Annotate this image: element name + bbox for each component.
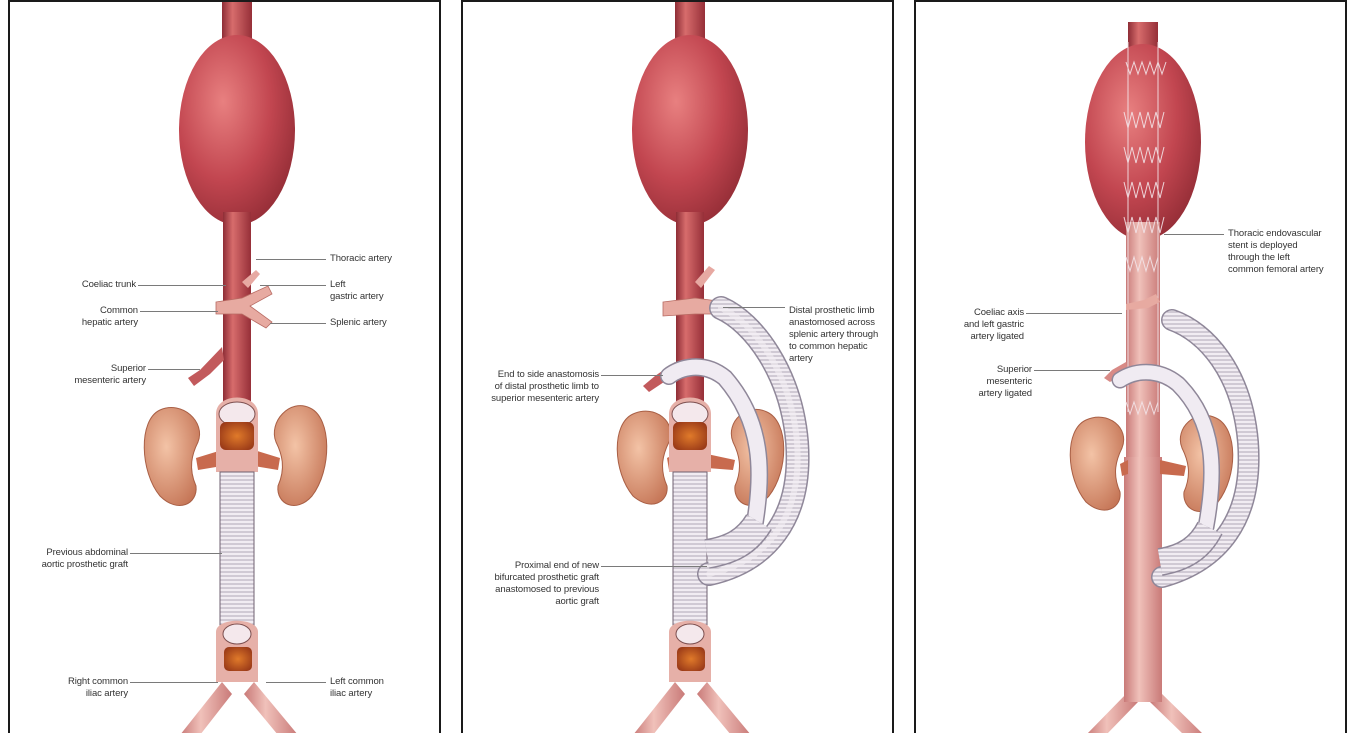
aneurysm-shape [179, 35, 295, 225]
label-end-to-side: End to side anastomosis of distal prosth… [465, 369, 599, 405]
label-thoracic-artery: Thoracic artery [330, 253, 392, 265]
label-proximal-end: Proximal end of new bifurcated prostheti… [465, 560, 599, 608]
label-distal-limb: Distal prosthetic limb anastomosed acros… [789, 305, 878, 365]
leader-coeliac [138, 285, 226, 286]
leader-hepatic [140, 311, 218, 312]
label-common-hepatic-artery: Common hepatic artery [40, 305, 138, 329]
right-iliac-shape [180, 682, 232, 733]
label-splenic-artery: Splenic artery [330, 317, 387, 329]
panel-bypass-graft: Distal prosthetic limb anastomosed acros… [461, 0, 894, 733]
label-coeliac-ligated: Coeliac axis and left gastric artery lig… [926, 307, 1024, 343]
leader-splenic [270, 323, 326, 324]
leader-thoracic [256, 259, 326, 260]
label-left-common-iliac: Left common iliac artery [330, 676, 384, 700]
label-right-common-iliac: Right common iliac artery [40, 676, 128, 700]
left-iliac-shape [244, 682, 298, 733]
panel-endovascular-stent: Thoracic endovascular stent is deployed … [914, 0, 1347, 733]
leader-proximal-end [601, 566, 707, 567]
leader-sma [148, 369, 200, 370]
label-coeliac-trunk: Coeliac trunk [40, 279, 136, 291]
label-stent: Thoracic endovascular stent is deployed … [1228, 228, 1324, 276]
panel-original-anatomy: Thoracic artery Coeliac trunk Left gastr… [8, 0, 441, 733]
aorta-illustration-2 [463, 2, 894, 733]
leader-stent [1164, 234, 1224, 235]
label-sma-ligated: Superior mesenteric artery ligated [926, 364, 1032, 400]
leader-distal-limb [723, 307, 785, 308]
label-previous-graft: Previous abdominal aortic prosthetic gra… [14, 547, 128, 571]
previous-graft-shape [220, 472, 254, 637]
leader-left-iliac [266, 682, 326, 683]
leader-end-to-side [601, 375, 663, 376]
leader-previous-graft [130, 553, 222, 554]
label-superior-mesenteric-artery: Superior mesenteric artery [40, 363, 146, 387]
leader-right-iliac [130, 682, 218, 683]
label-left-gastric-artery: Left gastric artery [330, 279, 384, 303]
leader-coeliac-ligated [1026, 313, 1122, 314]
leader-left-gastric [260, 285, 326, 286]
leader-sma-ligated [1034, 370, 1110, 371]
